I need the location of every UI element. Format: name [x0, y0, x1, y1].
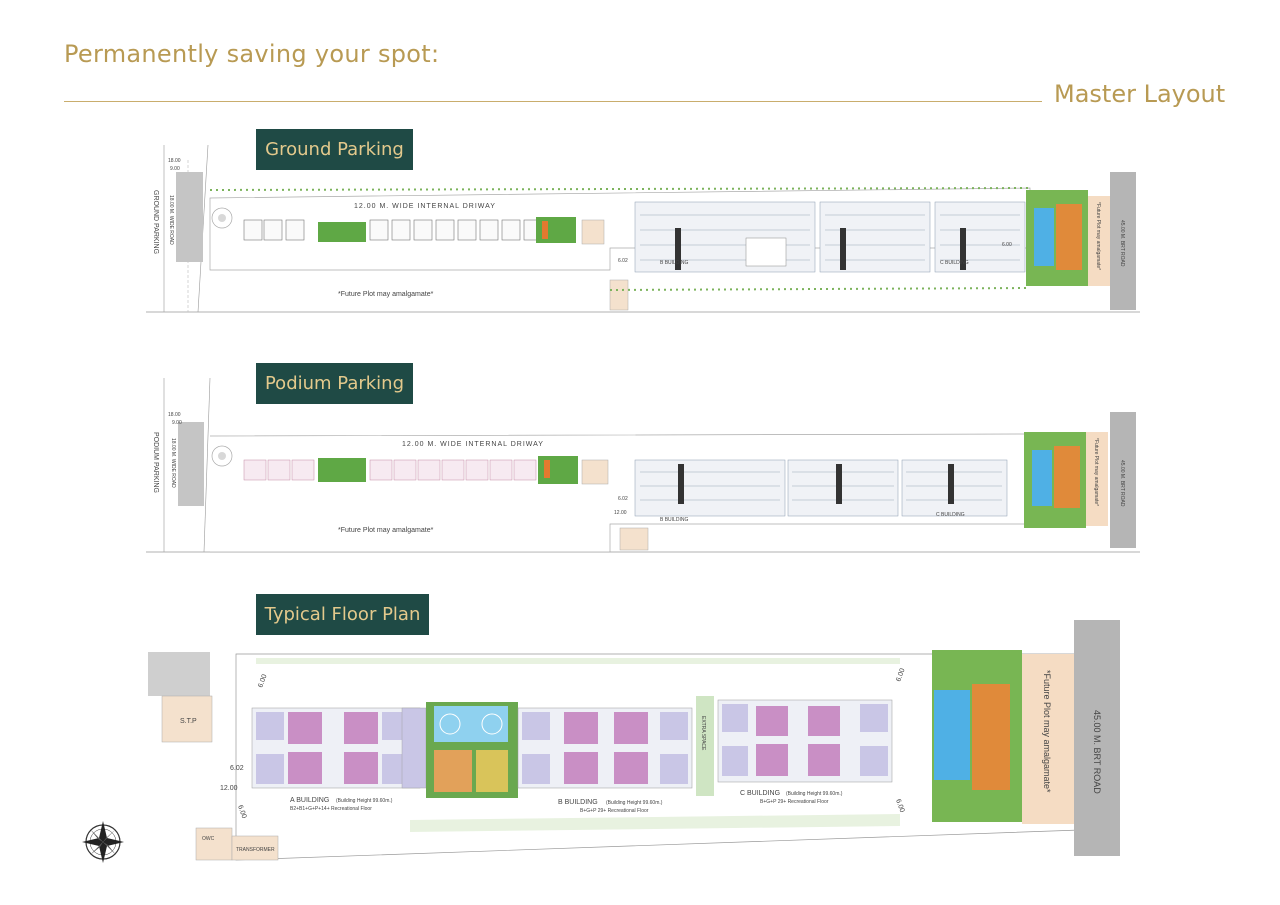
- c-building-height: (Building Height 99.60m.): [786, 791, 843, 797]
- brt-label: 45.00 M. BRT ROAD: [1092, 710, 1102, 794]
- a-building-floors: B2+B1+G+P+14+ Recreational Floor: [290, 806, 372, 812]
- dim-label: 6.02: [618, 496, 628, 502]
- c-building-floors: B+G+P 29+ Recreational Floor: [760, 799, 829, 805]
- future-plot-area: [1022, 654, 1074, 824]
- dim-label: 6.00: [236, 804, 247, 819]
- brt-road: [1074, 620, 1120, 856]
- typical-floor-plan-badge: Typical Floor Plan: [256, 594, 429, 635]
- future-plot-vertical: *Future Plot may amalgamate*: [1042, 670, 1052, 793]
- driveway-label: 12.00 M. WIDE INTERNAL DRIWAY: [354, 203, 496, 210]
- ground-parking-drawing: 18.00 9.00 GROUND PARKING 18.00 M. WIDE …: [146, 144, 1140, 313]
- dim-label: 6.00: [895, 667, 906, 682]
- b-building: [517, 707, 693, 789]
- future-plot-label: *Future Plot may amalgamate*: [338, 291, 434, 298]
- dim-label: 9.00: [172, 420, 182, 426]
- pool: [1034, 208, 1054, 266]
- road-label: 18.00 M. WIDE ROAD: [168, 195, 174, 245]
- dim-label: 12.00: [614, 510, 627, 516]
- dim-label: 6.02: [230, 765, 244, 772]
- ground-parking-plan: 18.00 9.00 GROUND PARKING 18.00 M. WIDE …: [140, 140, 1140, 320]
- ground-parking-badge: Ground Parking: [256, 129, 413, 170]
- typical-floor-plan: S.T.P: [140, 620, 1140, 870]
- b-building-label: B BUILDING: [660, 260, 688, 266]
- dim-label: 18.00: [168, 158, 181, 164]
- section-title: Master Layout: [1054, 80, 1226, 108]
- pool: [934, 690, 970, 780]
- stp-box: [161, 695, 213, 743]
- dim-label: 9.00: [170, 166, 180, 172]
- play-area: [434, 750, 472, 792]
- b-building-label: B BUILDING: [558, 799, 598, 806]
- future-plot-vertical: *Future Plot may amalgamate*: [1095, 202, 1101, 270]
- deck: [1056, 204, 1082, 270]
- c-building-label: C BUILDING: [936, 512, 965, 518]
- page-title: Permanently saving your spot:: [64, 40, 440, 68]
- future-plot-label: *Future Plot may amalgamate*: [338, 527, 434, 534]
- transformer-label: TRANSFORMER: [236, 847, 275, 853]
- road-label: 18.00 M. WIDE ROAD: [170, 438, 176, 488]
- compass-icon: [78, 818, 128, 866]
- owc-label: OWC: [202, 836, 215, 842]
- b-building-height: (Building Height 99.60m.): [606, 800, 663, 806]
- unit-row-b: [369, 219, 543, 241]
- podium-parking-plan: 18.00 9.00 PODIUM PARKING 18.00 M. WIDE …: [140, 376, 1140, 556]
- parking-area: [634, 201, 1026, 273]
- c-building-label: C BUILDING: [940, 260, 969, 266]
- unit-row-a: [243, 219, 305, 241]
- a-building: [251, 707, 421, 789]
- dim-label: 6.00: [894, 798, 905, 813]
- dim-label: 6.00: [257, 673, 268, 688]
- deck: [972, 684, 1010, 790]
- driveway-label: 12.00 M. WIDE INTERNAL DRIWAY: [402, 441, 544, 448]
- c-building: [717, 699, 893, 783]
- a-building-label: A BUILDING: [290, 797, 329, 804]
- podium-parking-badge: Podium Parking: [256, 363, 413, 404]
- road-strip: [176, 172, 203, 262]
- dim-label: 6.00: [1002, 242, 1012, 248]
- extra-space-label: EXTRA SPACE: [700, 716, 706, 751]
- brt-label: 45.00 M. BRT ROAD: [1119, 460, 1125, 507]
- neighbour-plot: [148, 652, 210, 696]
- c-building-label: C BUILDING: [740, 790, 780, 797]
- a-building-height: (Building Height 99.60m.): [336, 798, 393, 804]
- side-label: GROUND PARKING: [152, 190, 159, 254]
- podium-parking-drawing: 18.00 9.00 PODIUM PARKING 18.00 M. WIDE …: [146, 377, 1140, 553]
- dim-label: 18.00: [168, 412, 181, 418]
- title-rule: [64, 101, 1042, 102]
- sports-court: [434, 706, 508, 742]
- brt-road: [1110, 172, 1136, 310]
- side-label: PODIUM PARKING: [152, 432, 159, 493]
- b-building-label: B BUILDING: [660, 517, 688, 523]
- brt-label: 45.00 M. BRT ROAD: [1119, 220, 1125, 267]
- future-plot-vertical: *Future Plot may amalgamate*: [1093, 438, 1099, 506]
- typical-floor-drawing: S.T.P: [148, 620, 1120, 861]
- green-patch: [318, 222, 366, 242]
- extra-space: [696, 696, 714, 796]
- dim-label: 6.02: [618, 258, 628, 264]
- owc-box: [195, 827, 233, 861]
- stp-label: S.T.P: [180, 718, 197, 725]
- dim-label: 12.00: [220, 785, 238, 792]
- b-building-floors: B+G+P 29+ Recreational Floor: [580, 808, 649, 814]
